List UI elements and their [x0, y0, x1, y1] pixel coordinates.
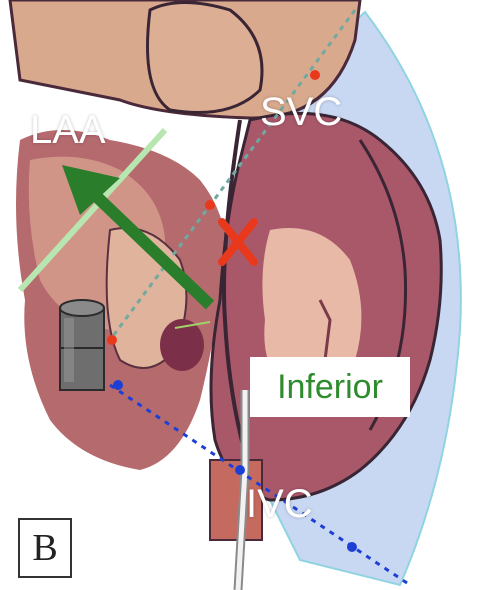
inferior-label: Inferior — [277, 368, 383, 407]
laa-label: LAA — [30, 110, 106, 150]
panel-letter-box: B — [18, 518, 72, 578]
svc-red-dot — [310, 70, 320, 80]
mid-red-dot — [205, 200, 215, 210]
lower-red-dot — [107, 335, 117, 345]
inferior-label-box: Inferior — [250, 357, 410, 417]
svc-label: SVC — [260, 92, 342, 132]
blue-dot-3 — [347, 542, 357, 552]
cylinder-device-icon — [60, 300, 104, 390]
blue-dot-2 — [235, 465, 245, 475]
panel-letter: B — [32, 526, 57, 570]
ivc-label: IVC — [246, 484, 313, 524]
blue-dot-1 — [113, 380, 123, 390]
